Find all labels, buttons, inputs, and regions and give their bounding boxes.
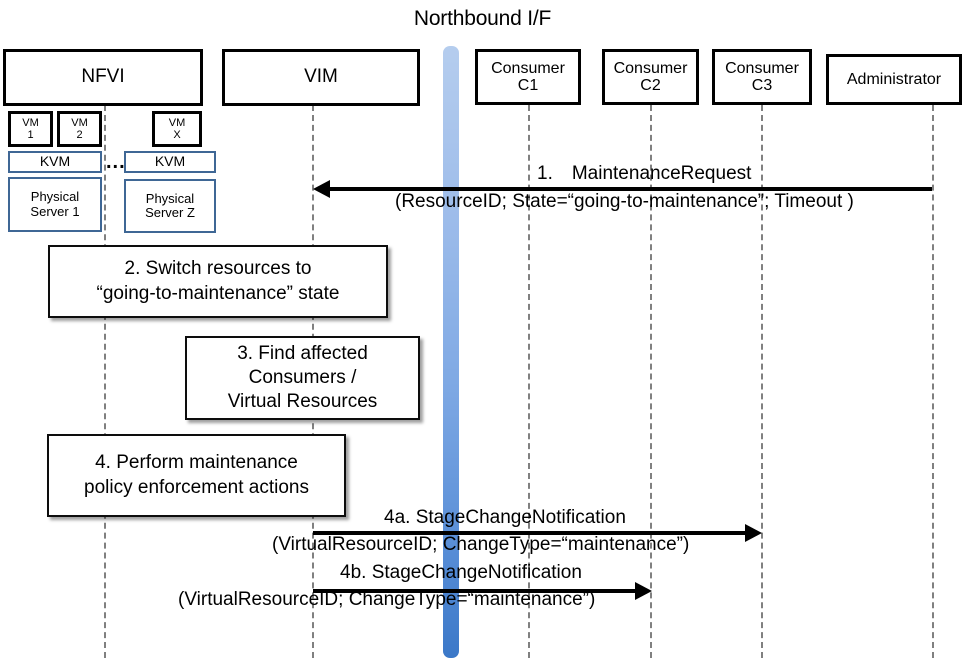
participant-nfvi[interactable]: NFVI: [3, 49, 203, 106]
message-4b-arrowhead: [635, 582, 652, 600]
lifeline-consumer-c2: [650, 105, 652, 658]
physical-server-box-z-line1: Physical: [145, 190, 195, 206]
participant-consumer-c1-label-line2: C1: [517, 77, 539, 94]
lifeline-nfvi: [104, 105, 106, 658]
action-box-step-4: 4. Perform maintenance policy enforcemen…: [47, 434, 346, 517]
participant-vim-label: VIM: [304, 66, 338, 88]
vm-box-1-line2: 1: [27, 129, 34, 141]
action-box-step-4-line2: policy enforcement actions: [84, 476, 309, 498]
participant-consumer-c2[interactable]: Consumer C2: [602, 49, 699, 105]
message-1-header-label: 1. MaintenanceRequest: [537, 163, 752, 184]
participant-consumer-c1-label-line1: Consumer: [491, 59, 565, 77]
hypervisor-box-2: KVM: [124, 151, 216, 173]
vm-box-x-line1: VM: [168, 116, 186, 129]
participant-consumer-c3-label-line1: Consumer: [725, 59, 799, 77]
vm-box-x: VM X: [152, 111, 202, 147]
physical-server-box-z: Physical Server Z: [124, 179, 216, 233]
physical-server-box-z-line2: Server Z: [145, 205, 195, 220]
participant-administrator[interactable]: Administrator: [826, 54, 962, 105]
participant-administrator-label: Administrator: [846, 70, 942, 88]
participant-consumer-c2-label-line1: Consumer: [613, 59, 688, 77]
northbound-interface-bar: [443, 46, 459, 658]
message-4b-params-label: (VirtualResourceID; ChangeType=“maintena…: [178, 589, 596, 610]
vm-box-2: VM 2: [57, 111, 102, 147]
lifeline-administrator: [932, 105, 934, 658]
hypervisor-box-1-label: KVM: [39, 153, 71, 170]
infrastructure-ellipsis: ...: [106, 151, 126, 173]
message-4a-header-label: 4a. StageChangeNotification: [384, 507, 626, 528]
action-box-step-3-line1: 3. Find affected: [237, 342, 368, 364]
lifeline-consumer-c3: [761, 105, 763, 658]
vm-box-1-line1: VM: [22, 116, 39, 129]
message-4a-params-label: (VirtualResourceID; ChangeType=“maintena…: [272, 534, 690, 555]
action-box-step-4-line1: 4. Perform maintenance: [95, 452, 298, 474]
physical-server-box-1-line1: Physical: [30, 189, 80, 205]
physical-server-box-1: Physical Server 1: [8, 177, 102, 232]
participant-vim[interactable]: VIM: [222, 49, 420, 106]
action-box-step-2-line2: “going-to-maintenance” state: [96, 282, 340, 304]
message-1-line: [330, 187, 932, 191]
vm-box-2-line2: 2: [76, 129, 83, 141]
participant-consumer-c2-label-line2: C2: [640, 77, 661, 94]
vm-box-1: VM 1: [8, 111, 53, 147]
message-4a-line: [313, 531, 745, 535]
action-box-step-3-line2: Consumers /: [248, 366, 357, 388]
participant-consumer-c3-label-line2: C3: [751, 77, 773, 94]
participant-consumer-c3[interactable]: Consumer C3: [712, 49, 812, 105]
message-4b-header-label: 4b. StageChangeNotification: [340, 562, 582, 583]
message-1-arrowhead: [313, 180, 330, 198]
vm-box-x-line2: X: [173, 129, 181, 141]
message-1-params-label: (ResourceID; State=“going-to-maintenance…: [395, 191, 854, 212]
message-4a-arrowhead: [745, 524, 762, 542]
vm-box-2-line1: VM: [71, 116, 88, 129]
physical-server-box-1-line2: Server 1: [30, 203, 80, 219]
diagram-title: Northbound I/F: [413, 7, 552, 30]
action-box-step-3-line3: Virtual Resources: [227, 391, 378, 413]
participant-nfvi-label: NFVI: [81, 66, 125, 88]
hypervisor-box-1: KVM: [8, 151, 102, 173]
message-4b-line: [313, 589, 635, 593]
lifeline-consumer-c1: [528, 105, 530, 658]
action-box-step-2-line1: 2. Switch resources to: [124, 258, 312, 280]
action-box-step-2: 2. Switch resources to “going-to-mainten…: [48, 245, 388, 318]
hypervisor-box-2-label: KVM: [154, 153, 186, 170]
participant-consumer-c1[interactable]: Consumer C1: [475, 49, 581, 105]
action-box-step-3: 3. Find affected Consumers / Virtual Res…: [185, 336, 420, 420]
